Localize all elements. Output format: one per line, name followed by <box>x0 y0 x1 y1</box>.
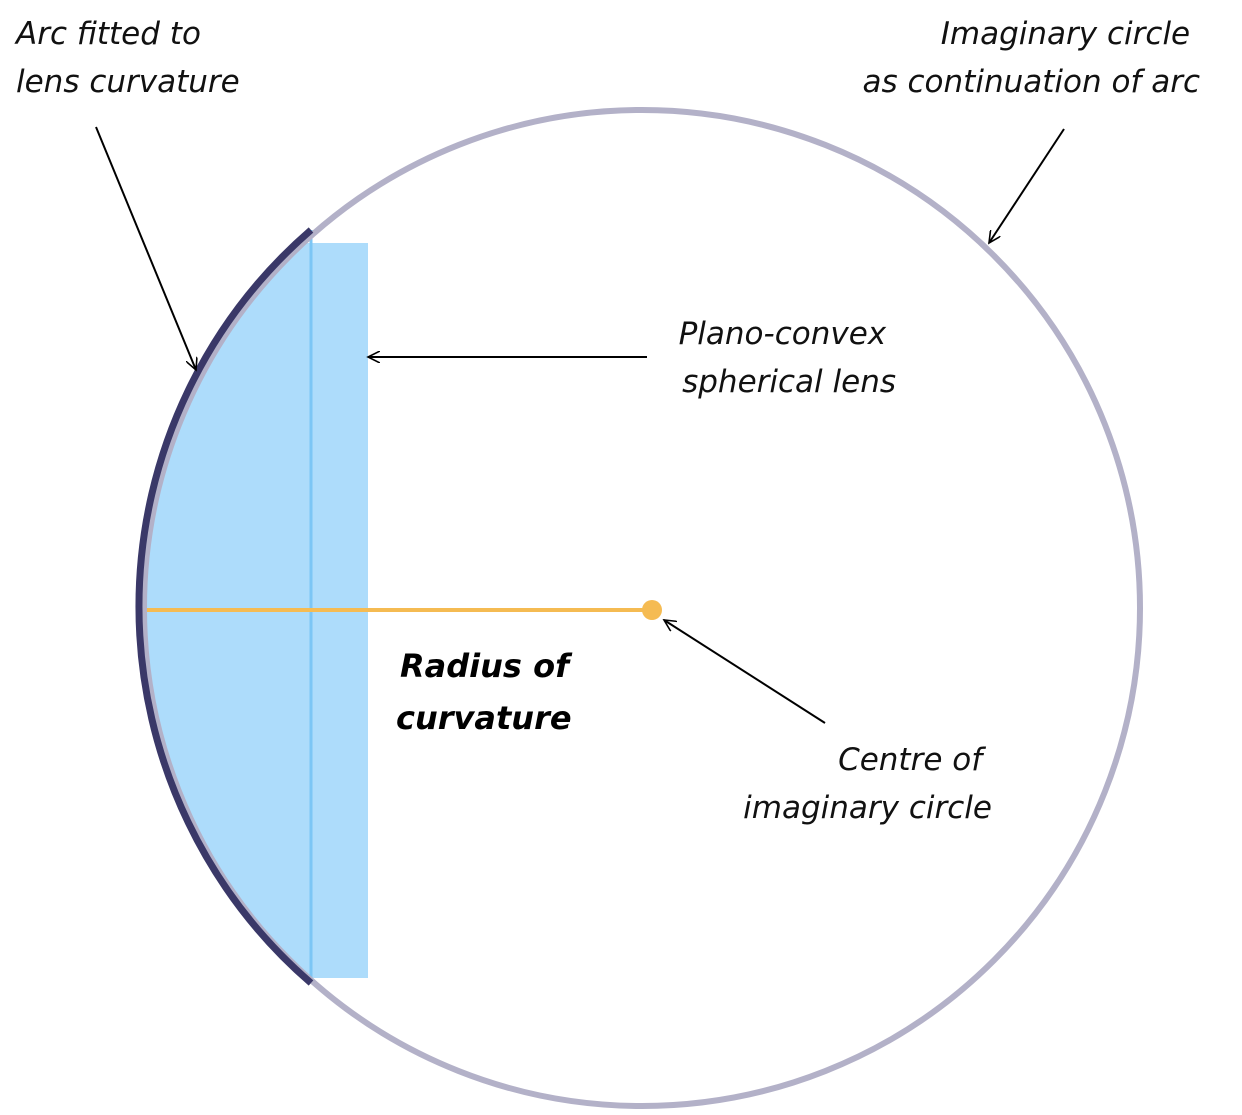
centre-point <box>642 600 662 620</box>
radius-label: Radius of curvature <box>396 647 580 737</box>
imaginary-circle-label-line-2: as continuation of arc <box>863 64 1200 100</box>
centre-label-line-1: Centre of <box>838 742 986 778</box>
lens-label: Plano-convex spherical lens <box>679 316 896 400</box>
radius-label-line-1: Radius of <box>400 647 573 685</box>
imaginary-circle-label-line-1: Imaginary circle <box>941 16 1190 52</box>
arc-arrow <box>95 126 196 370</box>
arc-label-line-1: Arc fitted to <box>14 16 201 52</box>
centre-label: Centre of imaginary circle <box>743 742 992 826</box>
lens-label-line-2: spherical lens <box>682 364 896 400</box>
imaginary-circle <box>141 107 1143 1109</box>
arc-label: Arc fitted to lens curvature <box>14 16 240 100</box>
lens-arc <box>135 227 314 986</box>
imaginary-circle-label: Imaginary circle as continuation of arc <box>863 16 1200 100</box>
arc-label-line-2: lens curvature <box>16 64 240 100</box>
radius-label-line-2: curvature <box>396 699 572 737</box>
circle-arrow <box>989 128 1065 243</box>
centre-label-line-2: imaginary circle <box>743 790 992 826</box>
lens-label-line-1: Plano-convex <box>679 316 887 352</box>
centre-arrow <box>664 620 826 724</box>
